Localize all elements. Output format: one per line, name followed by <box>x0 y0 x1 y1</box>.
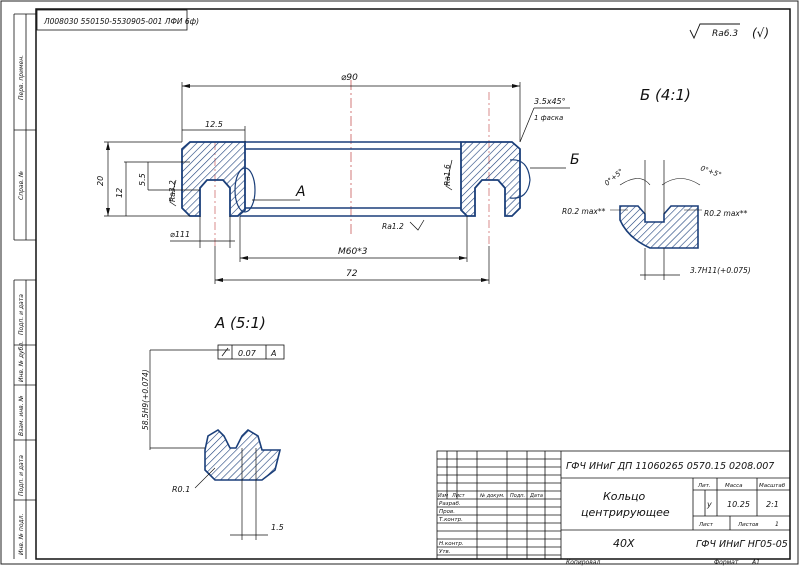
side-strip <box>13 13 36 559</box>
side-label-replace-no: Взам. инв. № <box>18 395 25 436</box>
title-lit-value: у <box>706 500 712 509</box>
detail-a-tolerance-value: 0.07 <box>238 349 257 358</box>
dim-20: 20 <box>96 176 105 186</box>
detail-a-tolerance-datum: А <box>270 349 276 358</box>
detail-b-title: Б (4:1) <box>640 86 691 104</box>
top-code-text: Л008030 550150-5530905-001 ЛФИ 6ф) <box>43 17 199 26</box>
side-label-sign-date-1: Подп. и дата <box>18 294 25 335</box>
detail-b-radius-left: R0.2 max** <box>562 207 606 216</box>
title-scale-value: 2:1 <box>766 500 779 509</box>
dim-12-5: 12.5 <box>205 120 223 129</box>
roughness-note: Ra6.3 <box>712 29 738 39</box>
footer-format: Формат <box>714 559 739 566</box>
title-rev-doc: № докум. <box>479 493 505 499</box>
title-rev-list: Лист <box>451 493 466 499</box>
roughness-symbol <box>689 23 740 40</box>
title-col-lit: Лит. <box>697 483 711 489</box>
title-name-line2: центрирующее <box>581 506 670 519</box>
title-org: ГФЧ ИНиГ НГ05-05 <box>696 539 788 550</box>
title-role-developer: Разраб. <box>439 501 461 507</box>
title-rev-izm: Изм <box>438 493 448 499</box>
side-label-first-use: Перв. примен. <box>18 55 25 100</box>
dim-d111: ⌀111 <box>170 230 190 239</box>
detail-b-view <box>610 160 702 280</box>
inner-frame <box>35 8 791 560</box>
title-mass-value: 10.25 <box>727 500 750 509</box>
main-section-view <box>104 80 570 284</box>
title-col-mass: Масса <box>725 483 743 489</box>
title-block-lines <box>436 450 791 560</box>
side-label-sign-date-2: Подп. и дата <box>18 455 25 496</box>
title-rev-date: Дата <box>529 493 543 499</box>
chamfer-label: 3.5x45° <box>534 97 566 106</box>
title-sheet-label: Лист <box>698 522 714 528</box>
dim-72: 72 <box>346 269 358 279</box>
top-code-box <box>36 9 188 31</box>
side-label-dup-no: Инв. № дубл. <box>18 341 25 382</box>
title-material: 40Х <box>613 537 635 550</box>
side-label-orig-no: Инв. № подл. <box>18 514 25 555</box>
dim-5-5: 5.5 <box>138 173 147 186</box>
ra-1-2-label: Ra1.2 <box>382 222 404 231</box>
dim-d90: ⌀90 <box>341 73 358 83</box>
detail-a-width: 1.5 <box>271 523 284 532</box>
detail-b-angle-right: 0°+5° <box>699 164 722 179</box>
footer-copied: Копировал <box>566 559 600 566</box>
dim-m60: M60*3 <box>338 247 368 257</box>
title-role-tcontrol: Т.контр. <box>439 517 463 523</box>
detail-a-radius: R0.1 <box>172 485 190 494</box>
title-role-approved: Утв. <box>439 549 451 555</box>
chamfer-note: 1 фаска <box>534 114 563 122</box>
detail-a-diameter: 58.5H9(+0.074) <box>141 369 150 430</box>
footer-format-value: А1 <box>751 559 760 566</box>
title-sheets-value: 1 <box>775 521 779 528</box>
detail-b-width: 3.7H11(+0.075) <box>690 266 751 275</box>
title-doc-code: ГФЧ ИНиГ ДП 11060265 0570.15 0208.007 <box>566 461 774 472</box>
roughness-paren: (√) <box>752 26 769 40</box>
detail-a-title: А (5:1) <box>214 314 266 332</box>
detail-b-angle-left: 0°+5° <box>603 167 625 187</box>
dim-12: 12 <box>115 188 124 198</box>
title-role-ncontrol: Н.контр. <box>439 541 464 547</box>
title-col-scale: Масштаб <box>759 483 786 489</box>
title-name-line1: Кольцо <box>603 490 646 503</box>
callout-b-label: Б <box>570 152 580 168</box>
ra-1-6-label: Ra1.6 <box>443 164 452 186</box>
ra-3-2-label: Ra3.2 <box>168 180 177 202</box>
detail-b-radius-right: R0.2 max** <box>704 209 748 218</box>
title-sheets-label: Листов <box>737 522 759 528</box>
side-label-ref-no: Справ. № <box>18 171 25 200</box>
callout-a-label: А <box>295 184 306 200</box>
detail-a-view <box>149 344 285 540</box>
title-role-checker: Пров. <box>439 509 455 515</box>
title-rev-sign: Подп. <box>510 493 525 499</box>
